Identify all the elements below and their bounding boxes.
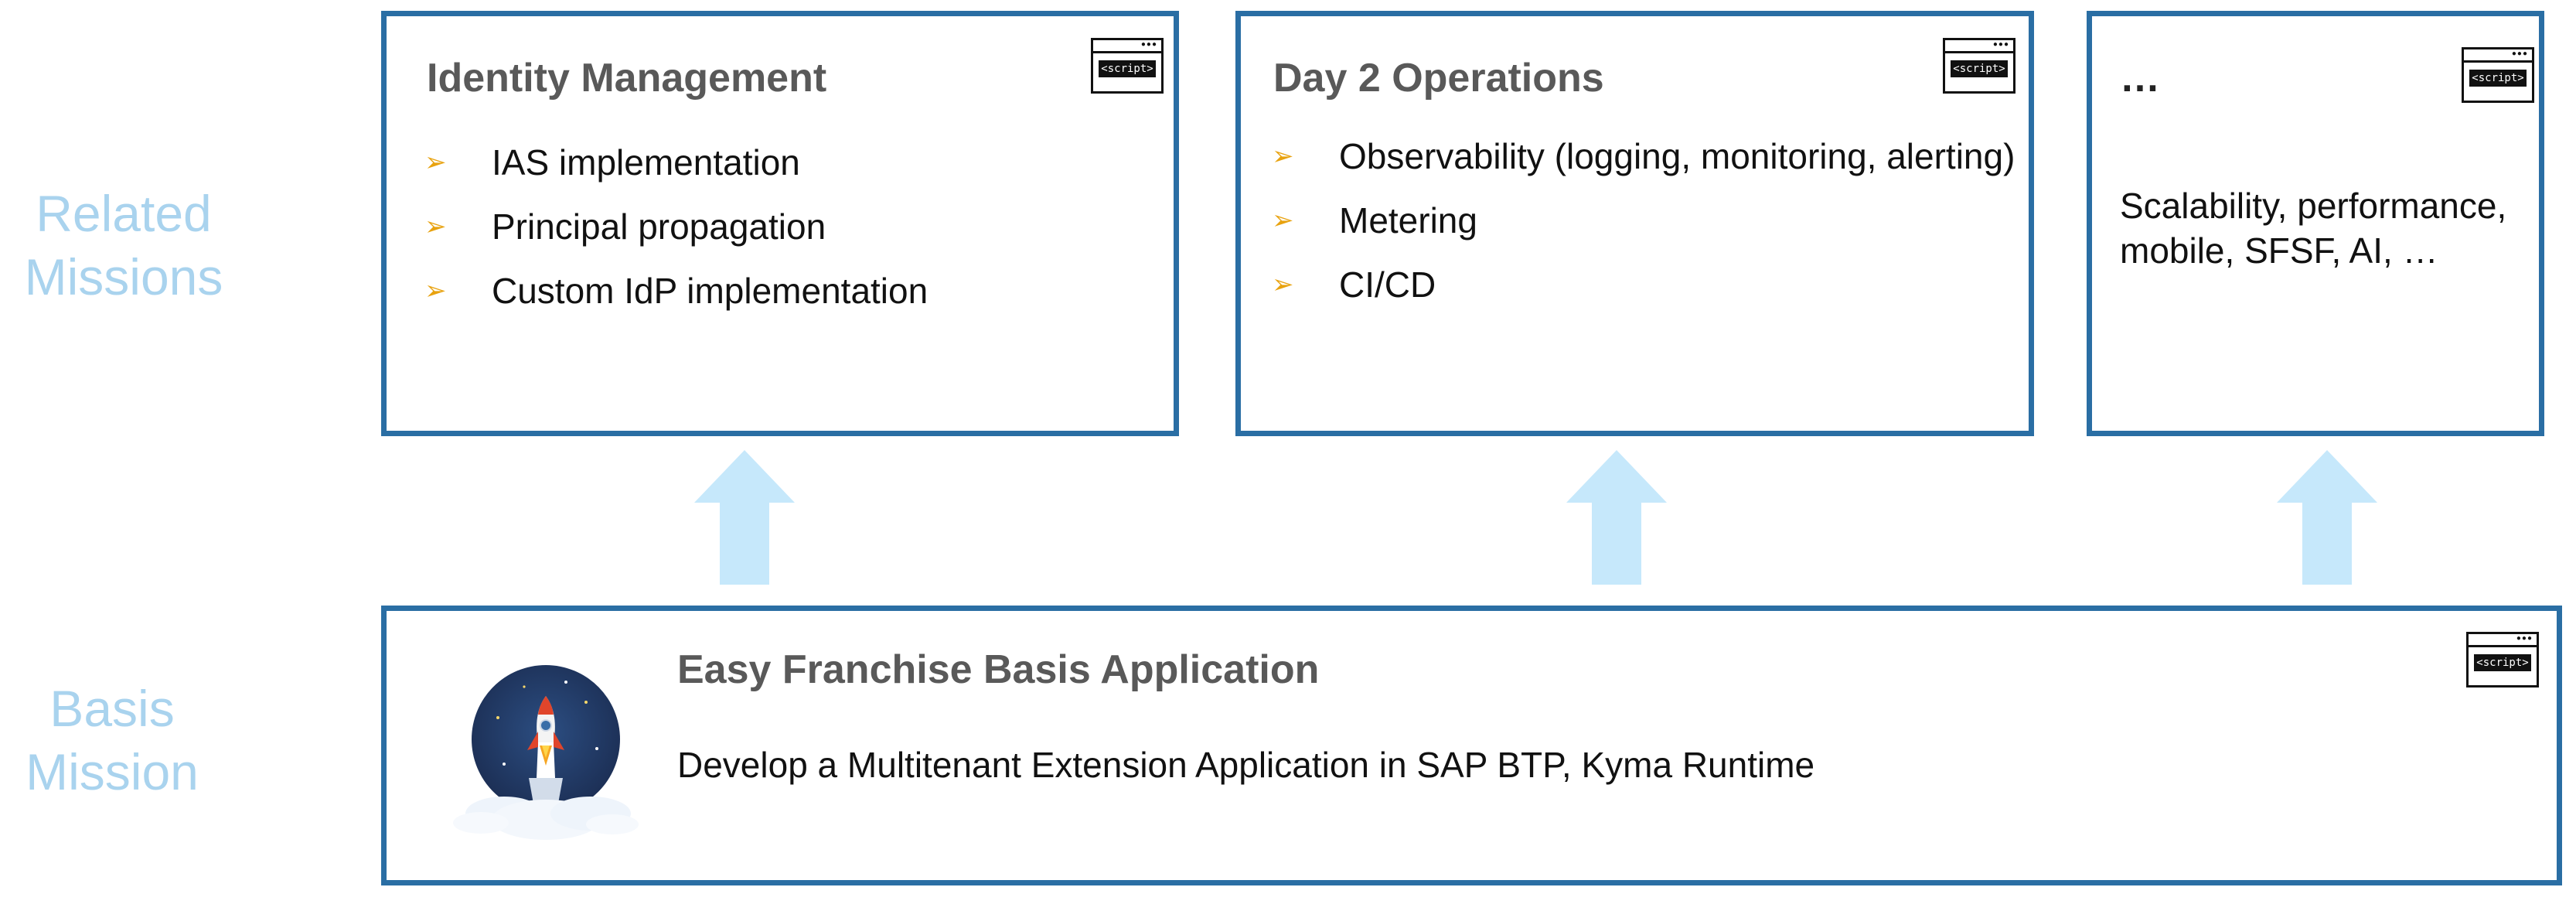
script-icon: ●●● <script> xyxy=(1943,38,2015,94)
list-item: ➢ Principal propagation xyxy=(424,195,928,259)
bullet-arrow-icon: ➢ xyxy=(424,212,447,241)
day-2-operations-box[interactable]: Day 2 Operations ●●● <script> ➢ Observabi… xyxy=(1235,11,2034,436)
rocket-launch-icon xyxy=(453,665,639,840)
list-item: ➢ Metering xyxy=(1272,189,2015,253)
list-item: ➢ Custom IdP implementation xyxy=(424,259,929,323)
bullet-arrow-icon: ➢ xyxy=(1272,206,1294,235)
other-missions-box[interactable]: … ●●● <script> Scalability, performance,… xyxy=(2087,11,2544,436)
basis-mission-label-line-2: Mission xyxy=(26,743,199,800)
bullet-arrow-icon: ➢ xyxy=(1272,142,1294,171)
list-item-label: Observability (logging, monitoring, aler… xyxy=(1339,136,2015,176)
bullet-arrow-icon: ➢ xyxy=(1272,270,1294,299)
script-icon-label: <script> xyxy=(2469,70,2527,87)
identity-management-title: Identity Management xyxy=(427,56,827,101)
list-item-label: Principal propagation xyxy=(492,206,826,247)
up-arrow-icon xyxy=(1566,450,1667,585)
identity-management-list: ➢ IAS implementation ➢ Principal propagati… xyxy=(424,131,929,323)
basis-mission-label-line-1: Basis xyxy=(49,680,175,737)
script-icon: ●●● <script> xyxy=(1091,38,1164,94)
related-missions-label: Related Missions xyxy=(15,182,232,309)
basis-mission-title: Easy Franchise Basis Application xyxy=(677,647,1320,692)
day-2-operations-title: Day 2 Operations xyxy=(1273,56,1604,101)
other-missions-text: Scalability, performance, mobile, SFSF, … xyxy=(2120,183,2506,273)
related-missions-label-line-1: Related xyxy=(36,185,212,242)
list-item-label: Custom IdP implementation xyxy=(492,271,929,311)
list-item-label: IAS implementation xyxy=(492,142,800,183)
list-item: ➢ CI/CD xyxy=(1272,253,2015,317)
other-missions-text-line-1: Scalability, performance, xyxy=(2120,186,2507,226)
identity-management-box[interactable]: Identity Management ●●● <script> ➢ IAS im… xyxy=(381,11,1179,436)
bullet-arrow-icon: ➢ xyxy=(424,148,447,177)
script-icon-label: <script> xyxy=(2474,654,2531,671)
related-missions-label-line-2: Missions xyxy=(24,248,223,305)
list-item-label: CI/CD xyxy=(1339,264,1436,305)
script-icon-label: <script> xyxy=(1099,60,1156,77)
up-arrow-icon xyxy=(2277,450,2377,585)
day-2-operations-list: ➢ Observability (logging, monitoring, ale… xyxy=(1272,125,2015,317)
script-icon-label: <script> xyxy=(1951,60,2008,77)
bullet-arrow-icon: ➢ xyxy=(424,276,447,305)
list-item: ➢ Observability (logging, monitoring, ale… xyxy=(1272,125,2015,189)
up-arrow-icon xyxy=(694,450,795,585)
list-item-label: Metering xyxy=(1339,200,1477,241)
script-icon: ●●● <script> xyxy=(2462,47,2534,103)
other-missions-title: … xyxy=(2120,56,2160,101)
other-missions-text-line-2: mobile, SFSF, AI, … xyxy=(2120,230,2438,271)
script-icon: ●●● <script> xyxy=(2466,632,2539,688)
basis-mission-label: Basis Mission xyxy=(8,677,216,804)
basis-mission-box[interactable]: Easy Franchise Basis Application Develop… xyxy=(381,606,2562,885)
basis-mission-description: Develop a Multitenant Extension Applicat… xyxy=(677,745,1815,785)
list-item: ➢ IAS implementation xyxy=(424,131,928,195)
